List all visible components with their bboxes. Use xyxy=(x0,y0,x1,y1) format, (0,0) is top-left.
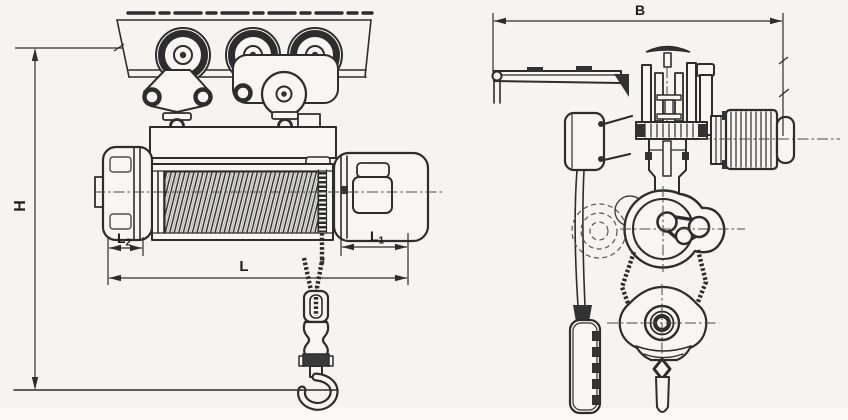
dim-l2-label: L2 xyxy=(117,230,132,249)
pendant-control xyxy=(568,305,602,415)
side-view xyxy=(13,11,444,411)
hook-block-side xyxy=(297,288,339,411)
drum-end-view xyxy=(614,186,745,272)
dimension-b: B xyxy=(492,2,790,136)
torque-arm xyxy=(491,66,629,104)
wire-ropes-end xyxy=(619,249,709,313)
pendant-button xyxy=(592,347,600,357)
dimension-h: H xyxy=(12,43,125,390)
limit-switch-box xyxy=(563,111,634,172)
dim-b-label: B xyxy=(635,2,645,18)
pendant-button xyxy=(592,363,600,373)
pendant-button xyxy=(592,395,600,405)
hook-block-end xyxy=(607,284,719,413)
dim-l-label: L xyxy=(239,258,248,275)
rope-drum xyxy=(151,163,334,241)
dimension-l1: L1 xyxy=(340,228,409,285)
dimension-l: L xyxy=(109,258,407,282)
end-view xyxy=(491,45,840,415)
dim-l1-label: L1 xyxy=(370,228,385,247)
travel-motor-end xyxy=(700,108,840,171)
pendant-cable xyxy=(574,169,586,307)
drum-support-column xyxy=(645,138,689,206)
chain-wheel-bracket xyxy=(232,54,339,134)
wire-rope-falls xyxy=(301,233,325,294)
dimension-l2: L2 xyxy=(107,230,144,285)
pendant-button xyxy=(592,379,600,389)
dim-h-label: H xyxy=(12,200,29,212)
trolley-crab xyxy=(635,62,715,140)
gearbox-housing xyxy=(94,145,154,242)
scan-edge-band xyxy=(0,408,848,420)
hoist-motor xyxy=(332,151,430,243)
pendant-button xyxy=(592,331,600,341)
beam-section xyxy=(656,94,682,120)
